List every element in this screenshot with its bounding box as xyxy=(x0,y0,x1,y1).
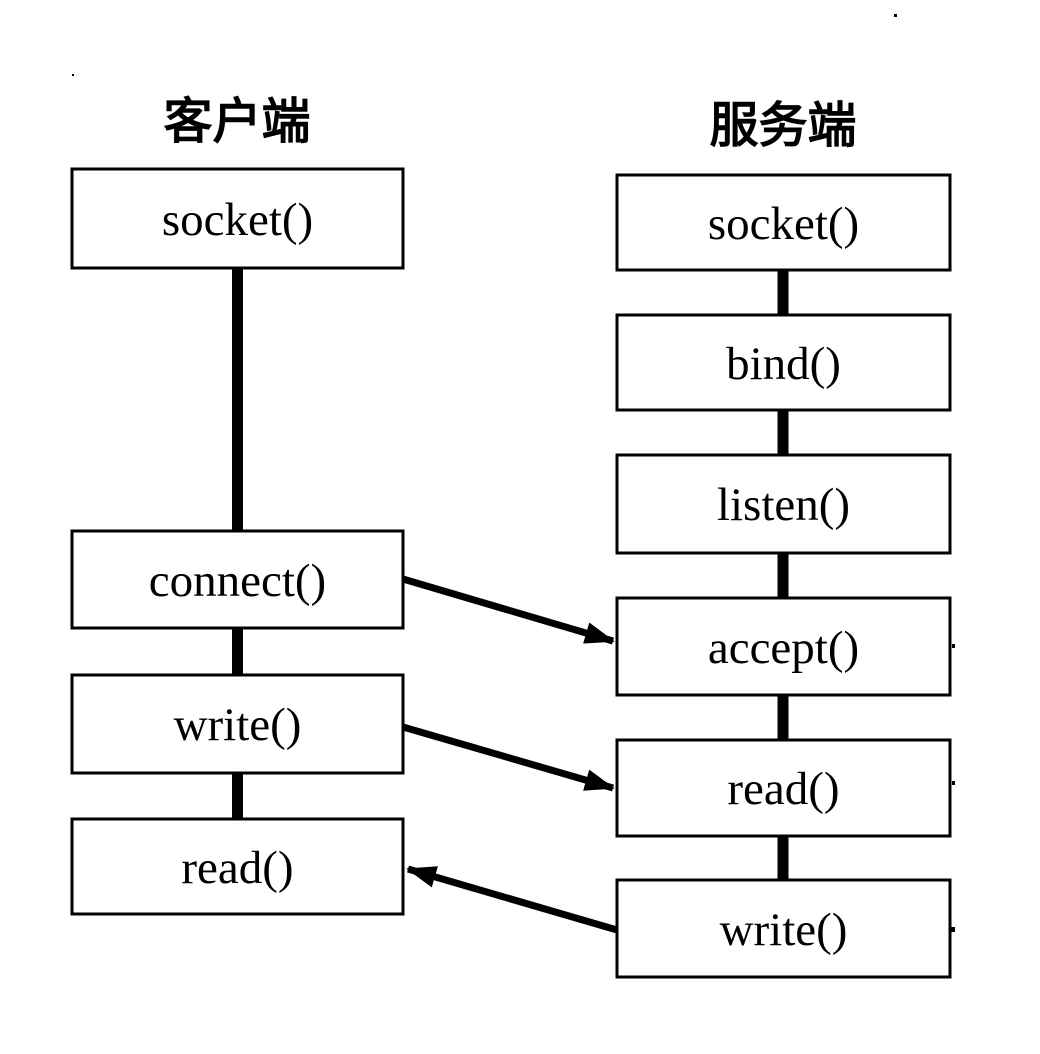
server-bind-node: bind() xyxy=(615,313,952,412)
client-write-box xyxy=(70,673,405,775)
arrow-write-to-read xyxy=(402,723,615,792)
server-write-label: write() xyxy=(720,904,848,956)
scan-artifacts xyxy=(72,14,955,932)
server-read-node: read() xyxy=(615,738,952,838)
server-bind-box xyxy=(615,313,952,412)
scan-speck xyxy=(72,74,74,76)
server-read-box xyxy=(615,738,952,838)
server-accept-box xyxy=(615,596,952,697)
server-accept-label: accept() xyxy=(708,622,859,674)
client-read-label: read() xyxy=(181,842,293,894)
server-listen-node: listen() xyxy=(615,453,952,555)
server-accept-node: accept() xyxy=(615,596,952,697)
server-socket-label: socket() xyxy=(708,198,859,250)
client-write-node: write() xyxy=(70,673,405,775)
client-write-label: write() xyxy=(174,699,302,751)
server-bind-label: bind() xyxy=(726,338,841,390)
server-write-box xyxy=(615,878,952,979)
scan-speck xyxy=(951,927,955,932)
client-socket-node: socket() xyxy=(70,167,405,270)
client-socket-label: socket() xyxy=(162,194,313,246)
client-socket-box xyxy=(70,167,405,270)
server-column-header: 服务端 xyxy=(709,99,856,153)
client-connect-box xyxy=(70,529,405,630)
client-connect-label: connect() xyxy=(149,555,326,607)
client-column-header: 客户端 xyxy=(163,95,310,149)
scan-speck xyxy=(952,644,955,648)
server-socket-box xyxy=(615,173,952,272)
scan-speck xyxy=(952,781,955,785)
server-socket-node: socket() xyxy=(615,173,952,272)
arrow-serverwrite-to-clientread xyxy=(406,865,618,934)
client-read-node: read() xyxy=(70,817,405,916)
client-read-box xyxy=(70,817,405,916)
client-connect-node: connect() xyxy=(70,529,405,630)
server-listen-label: listen() xyxy=(717,479,850,531)
server-listen-box xyxy=(615,453,952,555)
arrow-connect-to-accept xyxy=(402,575,615,645)
server-write-node: write() xyxy=(615,878,952,979)
scan-speck xyxy=(894,14,897,17)
server-read-label: read() xyxy=(727,763,839,815)
